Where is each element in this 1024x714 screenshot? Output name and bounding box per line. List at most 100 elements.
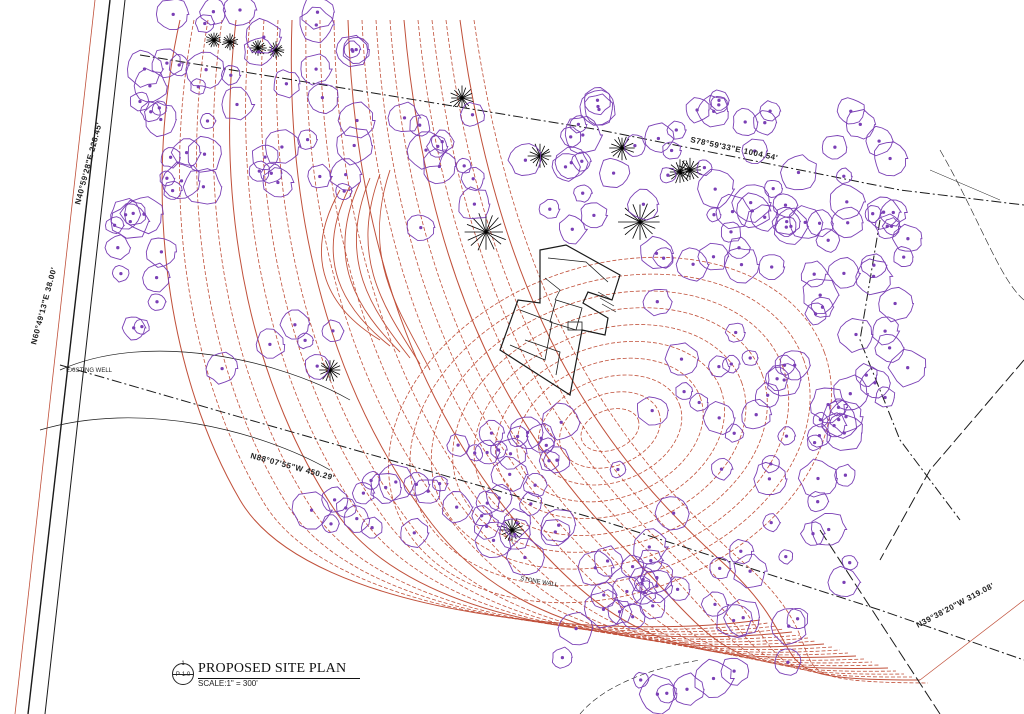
detail-marker <box>172 663 194 685</box>
tree-symbol <box>874 333 905 363</box>
tree-symbol <box>222 0 258 26</box>
tree-symbol <box>343 504 371 533</box>
tree-symbol <box>762 513 782 533</box>
tree-symbol <box>826 412 863 451</box>
tree-symbol <box>129 91 151 112</box>
tree-symbol <box>836 97 865 125</box>
tree-symbol <box>666 120 687 140</box>
tree-symbol <box>709 89 730 111</box>
contour-line <box>245 19 801 640</box>
contour-line <box>403 19 889 669</box>
grading-line <box>321 189 381 341</box>
east-bearing-label: N39°38'20"W 319.08' <box>915 581 996 630</box>
tree-symbol <box>639 592 666 620</box>
tree-symbol <box>336 497 357 518</box>
tree-symbol <box>460 166 485 192</box>
tree-symbol <box>279 309 311 340</box>
tree-symbol <box>110 203 151 239</box>
tree-symbol <box>664 342 700 376</box>
tree-symbol <box>490 455 529 492</box>
tree-symbol <box>540 519 571 546</box>
tree-symbol <box>659 167 678 184</box>
tree-symbol <box>569 115 588 134</box>
tree-symbol <box>301 0 335 30</box>
tree-symbol <box>700 591 729 617</box>
tree-symbol <box>821 399 858 439</box>
contour-ring <box>516 357 704 503</box>
conifer-symbol <box>618 203 660 240</box>
tree-symbol <box>151 48 184 79</box>
tree-symbol <box>584 87 611 116</box>
tree-symbol <box>170 138 202 169</box>
tree-symbol <box>142 262 171 293</box>
contour-line <box>445 19 913 678</box>
tree-symbol <box>474 439 501 465</box>
tree-symbol <box>774 354 797 376</box>
tree-symbol <box>584 93 613 126</box>
tree-symbol <box>753 461 788 495</box>
contour-line <box>276 19 817 645</box>
tree-symbol <box>297 129 319 150</box>
tree-symbol <box>755 381 780 408</box>
tree-symbol <box>297 332 315 350</box>
tree-symbol <box>715 193 753 230</box>
tree-symbol <box>809 387 848 424</box>
tree-symbol <box>855 362 878 387</box>
tree-symbol <box>360 516 383 539</box>
tree-symbol <box>723 247 760 284</box>
tree-symbol <box>697 168 736 209</box>
grading-line <box>378 169 431 371</box>
tree-symbol <box>507 143 542 176</box>
tree-symbol <box>729 538 755 565</box>
tree-symbol <box>710 96 729 115</box>
tree-symbol <box>620 554 645 579</box>
tree-symbol <box>459 101 486 127</box>
tree-symbol <box>859 367 891 399</box>
tree-symbol <box>273 69 301 99</box>
contour-line <box>319 19 841 653</box>
tree-symbol <box>304 354 331 380</box>
tree-symbol <box>618 603 647 630</box>
tree-symbol <box>499 518 531 550</box>
tree-symbol <box>133 67 168 103</box>
contour-ring <box>473 324 747 536</box>
tree-symbol <box>307 163 334 189</box>
tree-symbol <box>829 183 867 220</box>
contour-ring <box>409 273 811 587</box>
tree-symbol <box>335 183 353 200</box>
conifer-symbol <box>449 85 474 109</box>
contour-line <box>305 19 833 651</box>
tree-symbol <box>335 34 369 68</box>
contour-line <box>212 19 785 635</box>
tree-symbol <box>777 426 797 446</box>
contour-ring <box>388 256 832 604</box>
contour-lines <box>161 19 929 684</box>
tree-symbol <box>124 196 164 235</box>
tree-symbol <box>821 412 848 438</box>
tree-symbol <box>220 65 242 86</box>
tree-symbol <box>594 545 624 577</box>
tree-symbol <box>874 386 896 408</box>
tree-symbol <box>728 236 752 259</box>
tree-symbol <box>163 180 183 200</box>
tree-symbol <box>874 141 909 177</box>
contour-line <box>161 19 761 628</box>
contour-line <box>260 19 809 643</box>
tree-symbol <box>538 448 560 472</box>
tree-symbol <box>431 475 449 492</box>
tree-symbol <box>780 154 817 191</box>
tree-symbol <box>887 348 927 388</box>
tree-symbol <box>827 565 862 598</box>
tree-symbol <box>526 423 557 453</box>
tree-symbol <box>400 517 430 548</box>
tree-symbol <box>878 286 915 323</box>
tree-symbol <box>473 513 501 540</box>
tree-symbol <box>741 398 773 430</box>
tree-symbol <box>503 507 532 538</box>
tree-symbol <box>741 138 769 165</box>
tree-symbol <box>406 214 436 242</box>
tree-symbol <box>538 199 561 219</box>
tree-symbol <box>580 202 609 229</box>
tree-symbol <box>675 382 694 400</box>
